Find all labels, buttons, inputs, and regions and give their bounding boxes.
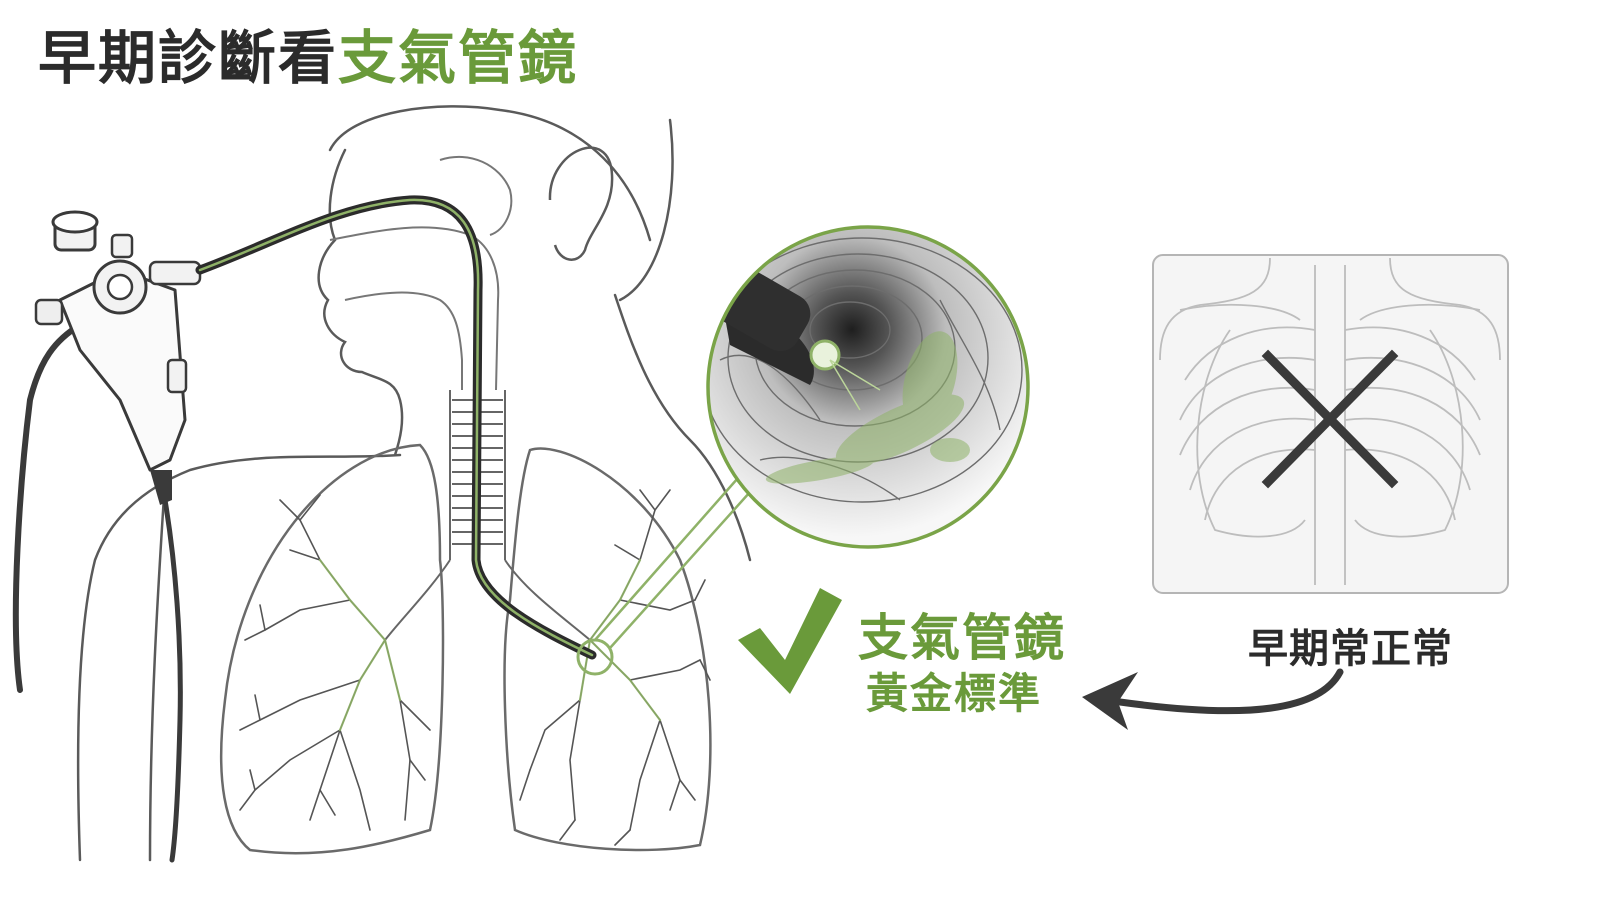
body-outline: [76, 105, 752, 862]
bronchoscopy-label: 支氣管鏡: [858, 609, 1066, 667]
curved-arrow-icon: [1082, 668, 1344, 730]
magnified-airway: [706, 225, 1030, 549]
trachea: [384, 390, 591, 641]
bronchial-tree-left-green: [318, 558, 402, 732]
x-mark-icon: [1261, 349, 1399, 489]
airway: [329, 155, 513, 391]
scope-tube: [195, 195, 597, 660]
title-highlight: 支氣管鏡: [338, 24, 579, 92]
xray-panel: [1152, 254, 1509, 594]
title-prefix: 早期診斷看: [38, 24, 339, 92]
magnify-connector: [594, 477, 751, 649]
bronchial-tree-left: [239, 494, 431, 831]
xray-caption: 早期常正常: [1248, 626, 1453, 672]
ear: [548, 146, 614, 261]
gold-standard-label: 黃金標準: [866, 669, 1043, 718]
scope-tube-highlight: [198, 198, 594, 657]
bronchoscope-icon: [12, 210, 202, 863]
page-title: 早期診斷看支氣管鏡: [38, 24, 578, 94]
lungs: [219, 443, 712, 855]
check-icon: [738, 588, 842, 694]
